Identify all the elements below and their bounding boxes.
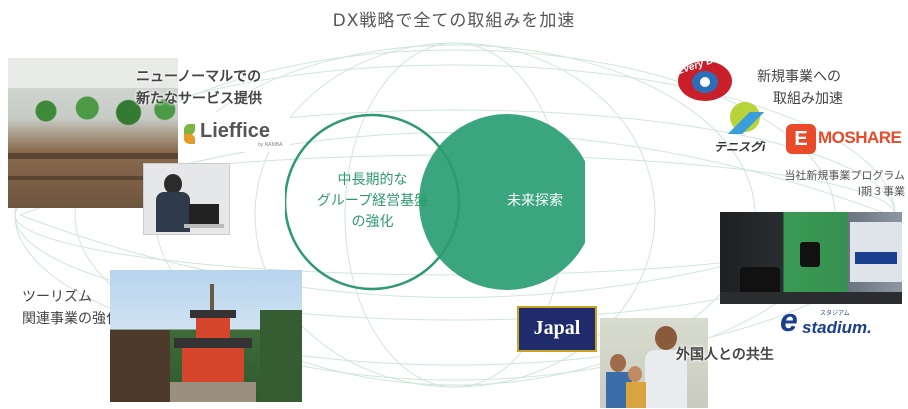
tenisugi-logo: テニスグi	[712, 100, 784, 158]
estadium-photo	[720, 212, 902, 304]
everybuddy-logo: Every Buddy	[670, 48, 740, 107]
japal-logo: Japal	[517, 306, 597, 352]
pagoda-photo	[110, 270, 302, 402]
office-photo	[8, 58, 178, 208]
remote-work-photo	[143, 163, 230, 235]
new-business-label: 新規事業への 取組み加速	[757, 69, 843, 107]
new-normal-label: ニューノーマルでの 新たなサービス提供	[136, 69, 262, 107]
group-foundation-text: 中長期的な グループ経営基盤 の強化	[316, 172, 429, 230]
future-exploration-text: 未来探索	[507, 193, 563, 209]
program-label: 当社新規事業プログラム I期３事業	[784, 169, 905, 198]
foreign-residents-photo	[600, 318, 708, 408]
tourism-label: ツーリズム 関連事業の強化	[22, 289, 120, 327]
leaf-icon	[184, 124, 195, 135]
lieffice-logo: Lieffice by NAMBA	[178, 112, 290, 152]
future-exploration-circle	[419, 114, 585, 290]
page-title: DX戦略で全ての取組みを加速	[332, 11, 576, 31]
leaf-icon-orange	[184, 134, 195, 144]
moshare-logo: E MOSHARE	[784, 120, 902, 160]
estadium-logo: e スタジアム stadium.	[780, 302, 872, 338]
venn-circles	[285, 113, 585, 291]
foreign-coexistence-label: 外国人との共生	[676, 347, 774, 363]
group-foundation-circle	[285, 113, 461, 291]
